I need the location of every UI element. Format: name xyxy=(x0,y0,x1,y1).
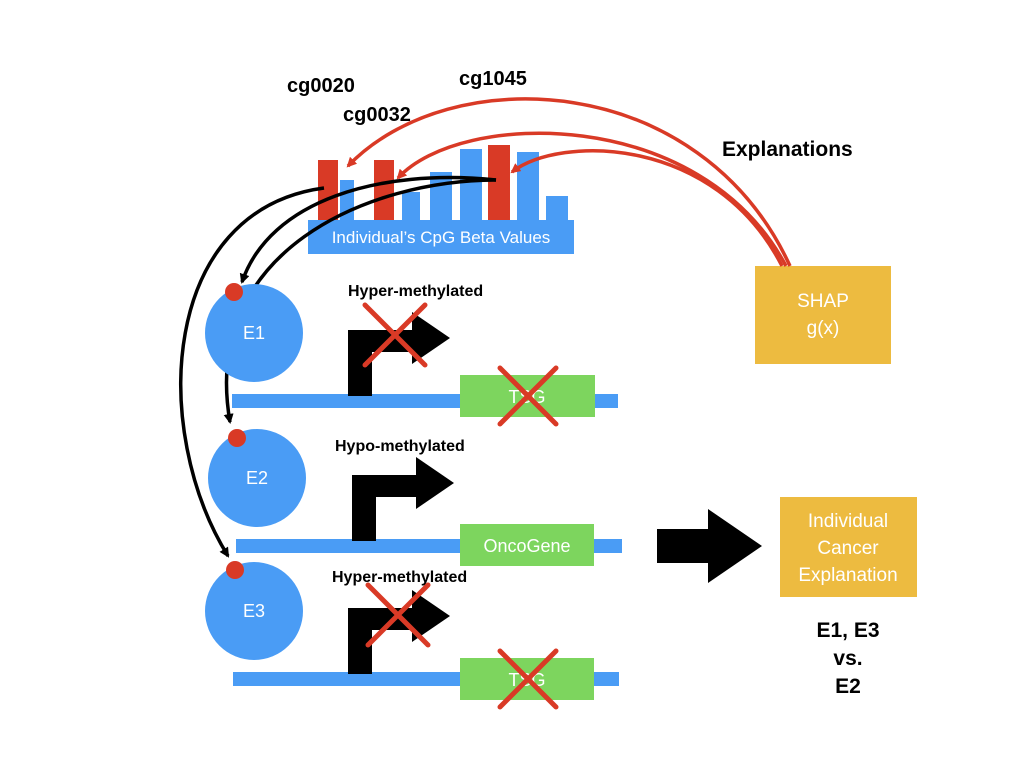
methylation-label-e2: Hypo-methylated xyxy=(335,438,465,455)
cpg-label-cg0020: cg0020 xyxy=(287,75,355,97)
beta-bar xyxy=(318,160,338,220)
cpg-label-cg0032: cg0032 xyxy=(343,104,411,126)
arrow-to-cg0020 xyxy=(346,97,792,267)
enhancer-e2 xyxy=(208,429,306,527)
explanations-label: Explanations xyxy=(722,138,853,161)
arrow-to-cg0032 xyxy=(396,131,788,267)
arrow-to-cg1045 xyxy=(510,149,784,267)
enhancer-e1 xyxy=(205,284,303,382)
red-x-icon xyxy=(365,582,431,648)
arrow-to-e3 xyxy=(179,186,325,558)
oncogene-label: OncoGene xyxy=(483,536,570,556)
methylation-label-e1: Hyper-methylated xyxy=(348,283,483,300)
big-arrow-icon xyxy=(657,509,762,583)
shap-label: SHAP xyxy=(797,291,849,312)
beta-bar xyxy=(546,196,568,220)
enhancer-e2-label: E2 xyxy=(246,468,268,488)
gene-row-3: E3 Hyper-methylated TSG xyxy=(205,561,619,710)
comparison-line2: vs. xyxy=(833,647,862,670)
arrow-to-e1 xyxy=(239,175,497,284)
beta-bar xyxy=(374,160,394,220)
enhancer-e3 xyxy=(205,562,303,660)
beta-values-banner xyxy=(308,220,574,254)
cpg-bar-chart: Individual’s CpG Beta Values xyxy=(308,145,574,254)
comparison-text: E1, E3 vs. E2 xyxy=(816,619,879,698)
beta-bar xyxy=(517,152,539,220)
gene-row-1: E1 Hyper-methylated TSG xyxy=(205,283,618,427)
methyl-dot xyxy=(225,283,243,301)
gene-row-2: E2 Hypo-methylated OncoGene xyxy=(208,429,622,566)
individual-explanation-line3: Explanation xyxy=(798,565,897,586)
bent-arrow-icon xyxy=(348,590,450,674)
enhancer-e1-label: E1 xyxy=(243,323,265,343)
individual-explanation-box: Individual Cancer Explanation xyxy=(780,497,917,597)
red-x-icon xyxy=(497,648,559,710)
shap-function-label: g(x) xyxy=(807,318,840,339)
beta-bar xyxy=(402,192,420,220)
methyl-dot xyxy=(226,561,244,579)
beta-bar xyxy=(488,145,510,220)
cpg-label-cg1045: cg1045 xyxy=(459,68,527,90)
bent-arrow-icon xyxy=(348,312,450,396)
methyl-dot xyxy=(228,429,246,447)
oncogene-gene xyxy=(460,524,594,566)
comparison-line3: E2 xyxy=(835,675,861,698)
bent-arrow-icon xyxy=(352,457,454,541)
enhancer-e3-label: E3 xyxy=(243,601,265,621)
methylation-label-e3: Hyper-methylated xyxy=(332,569,467,586)
red-x-icon xyxy=(497,365,559,427)
individual-explanation-line2: Cancer xyxy=(817,538,879,559)
shap-box: SHAP g(x) xyxy=(755,266,891,364)
comparison-line1: E1, E3 xyxy=(816,619,879,642)
individual-explanation-line1: Individual xyxy=(808,511,888,532)
shap-explanation-arrows xyxy=(346,97,792,267)
red-x-icon xyxy=(362,302,428,368)
beta-bar xyxy=(460,149,482,220)
beta-values-label: Individual’s CpG Beta Values xyxy=(332,228,551,247)
